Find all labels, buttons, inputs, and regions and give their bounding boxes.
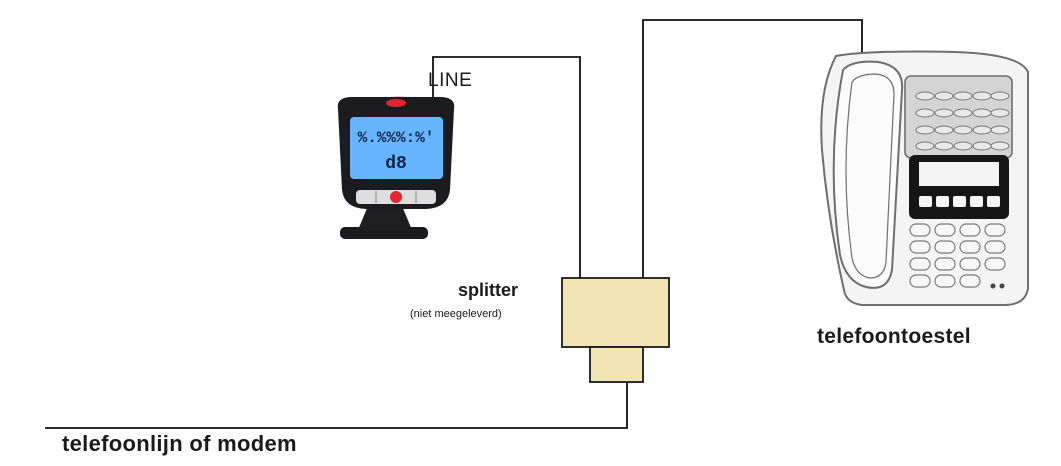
splitter-plug — [589, 346, 644, 383]
splitter — [561, 277, 670, 383]
cables — [45, 19, 863, 429]
telephone-label: telefoontoestel — [817, 325, 971, 348]
splitter-body — [561, 277, 670, 348]
splitter-note-label: (niet meegeleverd) — [410, 308, 502, 320]
splitter-label: splitter — [458, 280, 519, 300]
device-display-top-row: %.%%%:%' — [358, 129, 435, 147]
cable-splitter-to-wall — [45, 382, 628, 429]
desk-telephone-icon — [820, 50, 1029, 306]
line-port-label: LINE — [428, 70, 473, 91]
cable-splitter-to-phone — [642, 19, 863, 278]
wall-line-label: telefoonlijn of modem — [62, 431, 297, 456]
device-display-bottom-row: d8 — [385, 154, 407, 174]
cable-device-to-splitter — [432, 56, 581, 278]
caller-id-display-icon: %.%%%:%' d8 — [337, 96, 455, 239]
